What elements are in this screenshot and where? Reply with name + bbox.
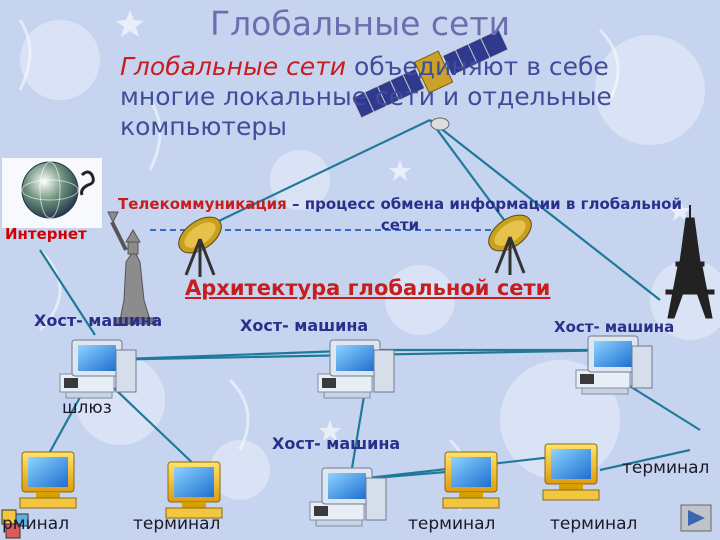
host-label: Хост- машина — [240, 316, 369, 335]
terminal-label: терминал — [408, 514, 496, 534]
terminal-label: терминал — [550, 514, 638, 534]
definition-text: Телекоммуникация – процесс обмена информ… — [110, 194, 690, 236]
intro-rest: объединяют в себе многие локальные сети … — [120, 52, 612, 141]
terminal-label: рминал — [2, 514, 70, 534]
gateway-label: шлюз — [62, 398, 112, 418]
host-label: Хост- машина — [554, 318, 675, 336]
next-slide-icon[interactable] — [680, 504, 712, 532]
terminal-label: терминал — [622, 458, 710, 478]
alphabet-blocks-icon — [1, 509, 29, 539]
page-title: Глобальные сети — [209, 4, 511, 43]
globe-icon — [2, 158, 102, 228]
definition-term: Телекоммуникация — [118, 195, 287, 213]
intro-term: Глобальные сети — [120, 52, 347, 81]
architecture-title: Архитектура глобальной сети — [185, 276, 551, 300]
intro-text: Глобальные сети объединяют в себе многие… — [120, 52, 680, 142]
terminal-label: терминал — [133, 514, 221, 534]
satellite-icon — [351, 28, 509, 131]
statue-of-liberty-icon — [107, 211, 157, 325]
internet-label: Интернет — [5, 225, 87, 243]
definition-rest: – процесс обмена информации в глобальной… — [286, 195, 682, 234]
host-label: Хост- машина — [272, 434, 401, 453]
eiffel-tower-icon — [665, 205, 715, 319]
host-label: Хост- машина — [34, 311, 163, 330]
